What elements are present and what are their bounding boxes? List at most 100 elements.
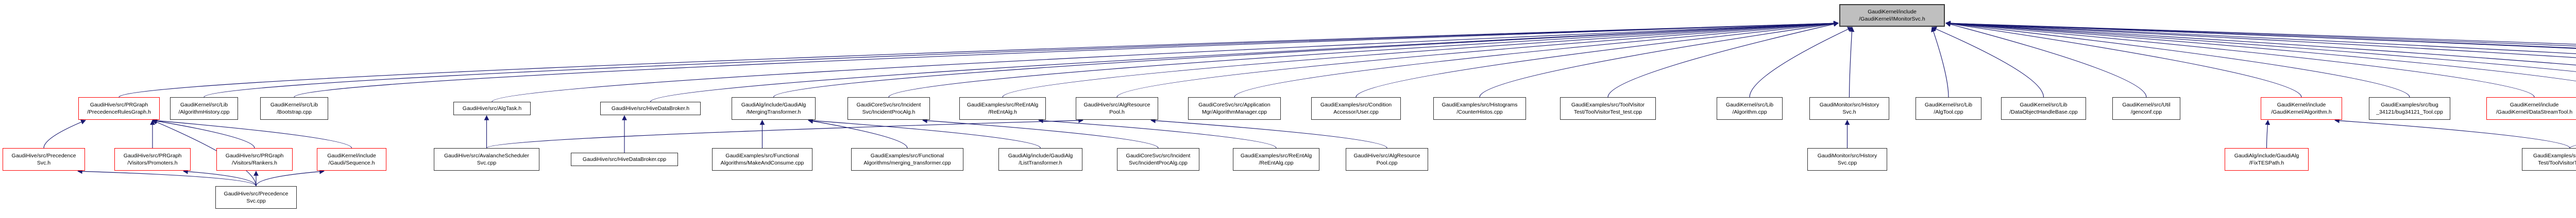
include-edge-reentalg-cpp--reentalg-h: [1038, 118, 1277, 149]
graph-node-algorithm-h[interactable]: GaudiKernel/include/GaudiKernel/Algorith…: [2261, 97, 2342, 120]
include-edge-precedencesvc-h--precedencerulesgraph-h: [43, 119, 86, 149]
graph-node-bootstrap-cpp[interactable]: GaudiKernel/src/Lib/Bootstrap.cpp: [260, 97, 328, 120]
graph-node-label-line: GaudiExamples/src/bug: [2381, 102, 2438, 108]
graph-node-label-line: GaudiHive/src/AlgTask.h: [462, 105, 522, 112]
graph-node-label-line: GaudiHive/src/HiveDataBroker.cpp: [582, 156, 667, 162]
graph-node-label-line: /Algorithm.cpp: [1732, 109, 1767, 115]
graph-node-label-line: GaudiHive/src/HiveDataBroker.h: [611, 105, 690, 112]
graph-node-label-line: Pool.h: [1109, 109, 1125, 115]
graph-node-label-line: GaudiExamples/src/Functional: [725, 153, 799, 159]
graph-node-fixtespath-h[interactable]: GaudiAlg/include/GaudiAlg/FixTESPath.h: [2225, 148, 2309, 171]
graph-node-label-line: GaudiHive/src/Precedence: [224, 191, 289, 197]
graph-node-hivedatabroker-h[interactable]: GaudiHive/src/HiveDataBroker.h: [600, 102, 701, 115]
include-edge-listtransformer-h--mergingtransformer-h: [808, 118, 1041, 149]
graph-node-label-line: Svc.h: [37, 160, 51, 166]
include-edge-datastreamtool-h--imonitorsvc-h: [1945, 21, 2535, 98]
graph-node-algtask-h[interactable]: GaudiHive/src/AlgTask.h: [453, 102, 531, 115]
include-edge-filereadtool-h--imonitorsvc-h: [1945, 21, 2576, 66]
graph-node-promoters-h[interactable]: GaudiHive/src/PRGraph/Visitors/Promoters…: [114, 148, 191, 171]
include-edge-algorithm-cpp--imonitorsvc-h: [1749, 27, 1853, 98]
graph-node-label-line: GaudiExamples/src/ToolVisitor: [2533, 153, 2576, 159]
include-edge-incidentprocalg-cpp--incidentprocalg-h: [922, 118, 1159, 149]
graph-node-label-line: Svc/IncidentProcAlg.cpp: [1129, 160, 1188, 166]
graph-node-label-line: GaudiCoreSvc/src/Incident: [856, 102, 921, 108]
graph-node-label-line: GaudiHive/src/AvalancheScheduler: [444, 153, 529, 159]
graph-node-label-line: GaudiHive/src/PRGraph: [123, 153, 182, 159]
graph-node-toolvisitortestlib-cpp[interactable]: GaudiExamples/src/ToolVisitorTest/ToolVi…: [2522, 148, 2576, 171]
graph-node-datastreamtool-h[interactable]: GaudiKernel/include/GaudiKernel/DataStre…: [2486, 97, 2576, 120]
include-edge-bootstrap-cpp--imonitorsvc-h: [294, 21, 1839, 98]
include-edge-algtool-cpp--imonitorsvc-h: [1931, 27, 1949, 98]
include-edge-algtask-h--imonitorsvc-h: [492, 21, 1839, 102]
graph-node-rankers-h[interactable]: GaudiHive/src/PRGraph/Visitors/Rankers.h: [216, 148, 293, 171]
graph-node-label-line: GaudiKernel/src/Util: [2122, 102, 2171, 108]
graph-node-counterhistos-cpp[interactable]: GaudiExamples/src/Histograms/CounterHist…: [1433, 97, 1526, 120]
graph-node-label-line: Algorithms/merging_transformer.cpp: [863, 160, 951, 166]
graph-node-label-line: GaudiExamples/src/Condition: [1320, 102, 1392, 108]
graph-node-algtool-cpp[interactable]: GaudiKernel/src/Lib/AlgTool.cpp: [1916, 97, 1981, 120]
graph-node-label-line: /FixTESPath.h: [2249, 160, 2284, 166]
graph-node-label-line: Svc.h: [1842, 109, 1856, 115]
graph-node-imonitorsvc-h[interactable]: GaudiKernel/include/GaudiKernel/IMonitor…: [1839, 4, 1945, 27]
graph-node-label-line: /AlgorithmHistory.cpp: [178, 109, 230, 115]
graph-node-label-line: GaudiKernel/include: [2277, 102, 2326, 108]
graph-node-label-line: /AlgTool.cpp: [1934, 109, 1963, 115]
graph-node-mergingtransformer-h[interactable]: GaudiAlg/include/GaudiAlg/MergingTransfo…: [732, 97, 816, 120]
include-edge-avalancheschedulersvc-cpp--algresourcepool-h: [486, 118, 1083, 149]
graph-node-label-line: /ReEntAlg.cpp: [1259, 160, 1294, 166]
graph-node-label-line: /GaudiKernel/Algorithm.h: [2271, 109, 2332, 115]
include-edge-sequence-h--precedencerulesgraph-h: [152, 118, 352, 149]
include-edge-merging-transformer-cpp--mergingtransformer-h: [808, 118, 908, 149]
graph-node-reentalg-cpp[interactable]: GaudiExamples/src/ReEntAlg/ReEntAlg.cpp: [1233, 148, 1319, 171]
graph-node-hivedatabroker-cpp[interactable]: GaudiHive/src/HiveDataBroker.cpp: [571, 153, 678, 166]
include-edge-algorithmhistory-cpp--imonitorsvc-h: [204, 21, 1839, 98]
include-edge-toolvisitortestlib-cpp--algorithm-h: [2334, 118, 2570, 149]
graph-node-algorithmhistory-cpp[interactable]: GaudiKernel/src/Lib/AlgorithmHistory.cpp: [170, 97, 238, 120]
graph-node-label-line: GaudiKernel/src/Lib: [2020, 102, 2067, 108]
graph-node-label-line: GaudiExamples/src/ToolVisitor: [1571, 102, 1645, 108]
include-edge-dodbasicmapper-h--imonitorsvc-h: [1945, 21, 2576, 47]
graph-node-label-line: GaudiHive/src/PRGraph: [90, 102, 148, 108]
graph-node-label-line: /Gaudi/Sequence.h: [328, 160, 375, 166]
graph-node-algorithm-cpp[interactable]: GaudiKernel/src/Lib/Algorithm.cpp: [1717, 97, 1783, 120]
graph-node-label-line: /genconf.cpp: [2130, 109, 2162, 115]
graph-node-label-line: GaudiKernel/include: [2510, 102, 2559, 108]
graph-node-label-line: Test/ToolVisitorTestLib.cpp: [2538, 160, 2576, 166]
graph-node-label-line: GaudiKernel/src/Lib: [1924, 102, 1973, 108]
graph-node-label-line: /Bootstrap.cpp: [277, 109, 312, 115]
graph-node-bug34121-tool-cpp[interactable]: GaudiExamples/src/bug_34121/bug34121_Too…: [2369, 97, 2450, 120]
graph-node-label-line: Svc.cpp: [477, 160, 497, 166]
graph-node-label-line: GaudiAlg/include/GaudiAlg: [1008, 153, 1073, 159]
graph-node-label-line: GaudiAlg/include/GaudiAlg: [741, 102, 806, 108]
graph-node-label-line: GaudiKernel/src/Lib: [1725, 102, 1774, 108]
graph-node-precedencerulesgraph-h[interactable]: GaudiHive/src/PRGraph/PrecedenceRulesGra…: [78, 97, 160, 120]
include-edge-hivedatabroker-h--imonitorsvc-h: [650, 21, 1839, 102]
include-edge-algresourcepool-cpp--algresourcepool-h: [1150, 118, 1387, 149]
graph-node-dataobjecthandlebase-cpp[interactable]: GaudiKernel/src/Lib/DataObjectHandleBase…: [2001, 97, 2086, 120]
graph-node-listtransformer-h[interactable]: GaudiAlg/include/GaudiAlg/ListTransforme…: [998, 148, 1082, 171]
include-edge-mytool-h--imonitorsvc-h: [1945, 21, 2576, 45]
graph-node-label-line: GaudiExamples/src/ReEntAlg: [967, 102, 1039, 108]
include-edge-dataobjecthandlebase-cpp--imonitorsvc-h: [1931, 27, 2044, 98]
graph-node-label-line: /DataObjectHandleBase.cpp: [2009, 109, 2078, 115]
include-edge-precedencesvc-cpp--promoters-h: [183, 169, 257, 187]
graph-node-reentalg-h[interactable]: GaudiExamples/src/ReEntAlg/ReEntAlg.h: [959, 97, 1046, 120]
graph-node-genconf-cpp[interactable]: GaudiKernel/src/Util/genconf.cpp: [2112, 97, 2180, 120]
graph-node-label-line: GaudiExamples/src/ReEntAlg: [1240, 153, 1312, 159]
graph-node-sequence-h[interactable]: GaudiKernel/include/Gaudi/Sequence.h: [317, 148, 386, 171]
